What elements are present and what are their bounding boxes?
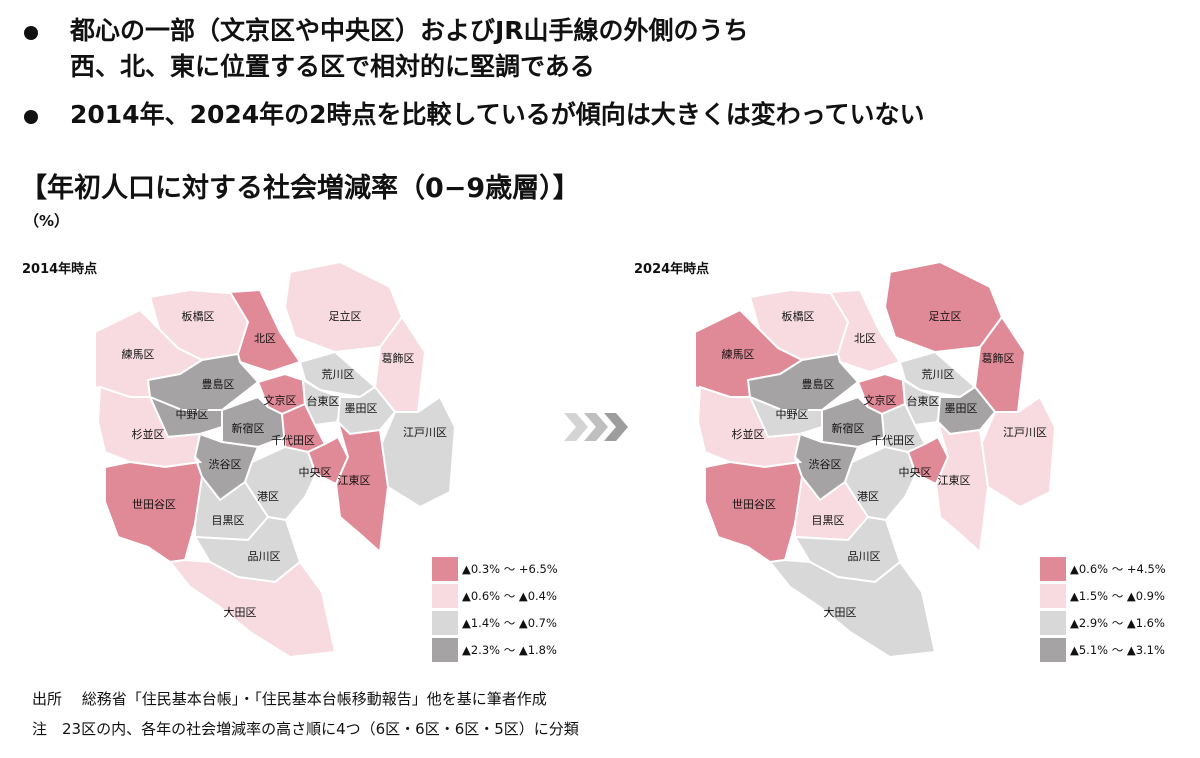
bullet-1-line-2: 西、北、東に位置する区で相対的に堅調である <box>70 52 595 81</box>
ward-label: 墨田区 <box>345 402 378 415</box>
map-2024-title: 2024年時点 <box>634 262 710 277</box>
legend-row: ▲0.6% 〜 ▲0.4% <box>432 584 592 608</box>
ward-shape <box>228 288 302 374</box>
ward-label: 港区 <box>257 490 279 503</box>
ward-label: 中野区 <box>176 408 209 421</box>
legend-row: ▲1.5% 〜 ▲0.9% <box>1040 584 1200 608</box>
map-2024: 板橋区 足立区練馬区 北区葛飾区豊島区 荒川区文京区台東区墨田区 中野区新宿区 杉並区千代… <box>694 262 1057 659</box>
ward-shape <box>334 418 390 555</box>
bullet-dot <box>24 110 38 124</box>
ward-label: 渋谷区 <box>209 458 242 471</box>
ward-label: 新宿区 <box>232 421 265 435</box>
ward-label: 江東区 <box>338 474 371 487</box>
ward-label: 江戸川区 <box>403 426 447 439</box>
ward-label: 江東区 <box>938 474 971 487</box>
legend-row: ▲0.3% 〜 +6.5% <box>432 557 592 581</box>
ward-label: 荒川区 <box>922 368 955 381</box>
ward-label: 杉並区 <box>732 427 765 441</box>
unit-label: （%） <box>24 212 70 230</box>
ward-shape <box>828 288 902 374</box>
bullet-dot <box>24 26 38 40</box>
ward-label: 中央区 <box>899 466 932 479</box>
ward-label: 新宿区 <box>832 421 865 435</box>
legend-row: ▲1.4% 〜 ▲0.7% <box>432 611 592 635</box>
map-2014-title: 2014年時点 <box>22 262 98 277</box>
chevron-right-icon <box>564 413 628 441</box>
ward-label: 台東区 <box>907 394 940 408</box>
legend-label: ▲0.6% 〜 ▲0.4% <box>462 589 557 603</box>
ward-shape <box>168 558 337 659</box>
ward-label: 板橋区 <box>782 309 815 323</box>
legend-label: ▲2.9% 〜 ▲1.6% <box>1070 616 1165 630</box>
ward-label: 練馬区 <box>722 347 755 361</box>
ward-label: 世田谷区 <box>132 498 176 511</box>
ward-label: 豊島区 <box>202 377 235 391</box>
ward-label: 中央区 <box>299 466 332 479</box>
ward-label: 墨田区 <box>945 402 978 415</box>
ward-label: 足立区 <box>329 309 362 323</box>
legend-label: ▲1.4% 〜 ▲0.7% <box>462 616 557 630</box>
ward-label: 文京区 <box>264 393 297 407</box>
ward-label: 目黒区 <box>812 514 845 527</box>
legend-swatch <box>1040 611 1066 635</box>
ward-label: 杉並区 <box>132 427 165 441</box>
ward-label: 渋谷区 <box>809 458 842 471</box>
ward-label: 品川区 <box>248 550 281 563</box>
legend-row: ▲0.6% 〜 +4.5% <box>1040 557 1200 581</box>
ward-label: 豊島区 <box>802 377 835 391</box>
legend-label: ▲0.6% 〜 +4.5% <box>1070 562 1166 576</box>
ward-label: 品川区 <box>848 550 881 563</box>
section-title: 【年初人口に対する社会増減率（0−9歳層）】 <box>20 173 580 204</box>
ward-label: 世田谷区 <box>732 498 776 511</box>
legend-label: ▲5.1% 〜 ▲3.1% <box>1070 643 1165 657</box>
legend-row: ▲5.1% 〜 ▲3.1% <box>1040 638 1200 662</box>
ward-label: 千代田区 <box>271 434 315 447</box>
legend-label: ▲0.3% 〜 +6.5% <box>462 562 558 576</box>
legend-swatch <box>1040 584 1066 608</box>
bullet-1-line-1: 都心の一部（文京区や中央区）およびJR山手線の外側のうち <box>70 16 749 45</box>
legend-row: ▲2.9% 〜 ▲1.6% <box>1040 611 1200 635</box>
ward-label: 北区 <box>854 332 876 345</box>
legend-swatch <box>1040 638 1066 662</box>
ward-label: 北区 <box>254 332 276 345</box>
legend-row: ▲2.3% 〜 ▲1.8% <box>432 638 592 662</box>
ward-shape <box>283 262 404 354</box>
legend-swatch <box>1040 557 1066 581</box>
ward-label: 葛飾区 <box>382 352 415 365</box>
ward-label: 足立区 <box>929 309 962 323</box>
ward-label: 荒川区 <box>322 368 355 381</box>
ward-label: 台東区 <box>307 394 340 408</box>
legend-label: ▲2.3% 〜 ▲1.8% <box>462 643 557 657</box>
ward-label: 目黒区 <box>212 514 245 527</box>
legend-swatch <box>432 611 458 635</box>
ward-shape <box>768 558 937 659</box>
ward-label: 千代田区 <box>871 434 915 447</box>
map-2014: 板橋区 足立区練馬区 北区葛飾区豊島区 荒川区文京区台東区墨田区 中野区新宿区 杉並区千代… <box>94 262 457 659</box>
ward-shape <box>883 262 1004 354</box>
ward-label: 板橋区 <box>182 309 215 323</box>
ward-label: 江戸川区 <box>1003 426 1047 439</box>
ward-label: 中野区 <box>776 408 809 421</box>
ward-label: 練馬区 <box>122 347 155 361</box>
source-note: 出所 総務省「住民基本台帳」・「住民基本台帳移動報告」他を基に筆者作成 <box>32 690 547 708</box>
legend-swatch <box>432 584 458 608</box>
legend-swatch <box>432 557 458 581</box>
ward-label: 大田区 <box>224 605 257 619</box>
ward-label: 港区 <box>857 490 879 503</box>
legend-swatch <box>432 638 458 662</box>
legend-label: ▲1.5% 〜 ▲0.9% <box>1070 589 1165 603</box>
ward-label: 葛飾区 <box>982 352 1015 365</box>
footnote: 注 23区の内、各年の社会増減率の高さ順に4つ（6区・6区・6区・5区）に分類 <box>32 720 579 738</box>
ward-shape <box>934 418 990 555</box>
ward-label: 文京区 <box>864 393 897 407</box>
ward-label: 大田区 <box>824 605 857 619</box>
bullet-2-text: 2014年、2024年の2時点を比較しているが傾向は大きくは変わっていない <box>70 100 925 129</box>
